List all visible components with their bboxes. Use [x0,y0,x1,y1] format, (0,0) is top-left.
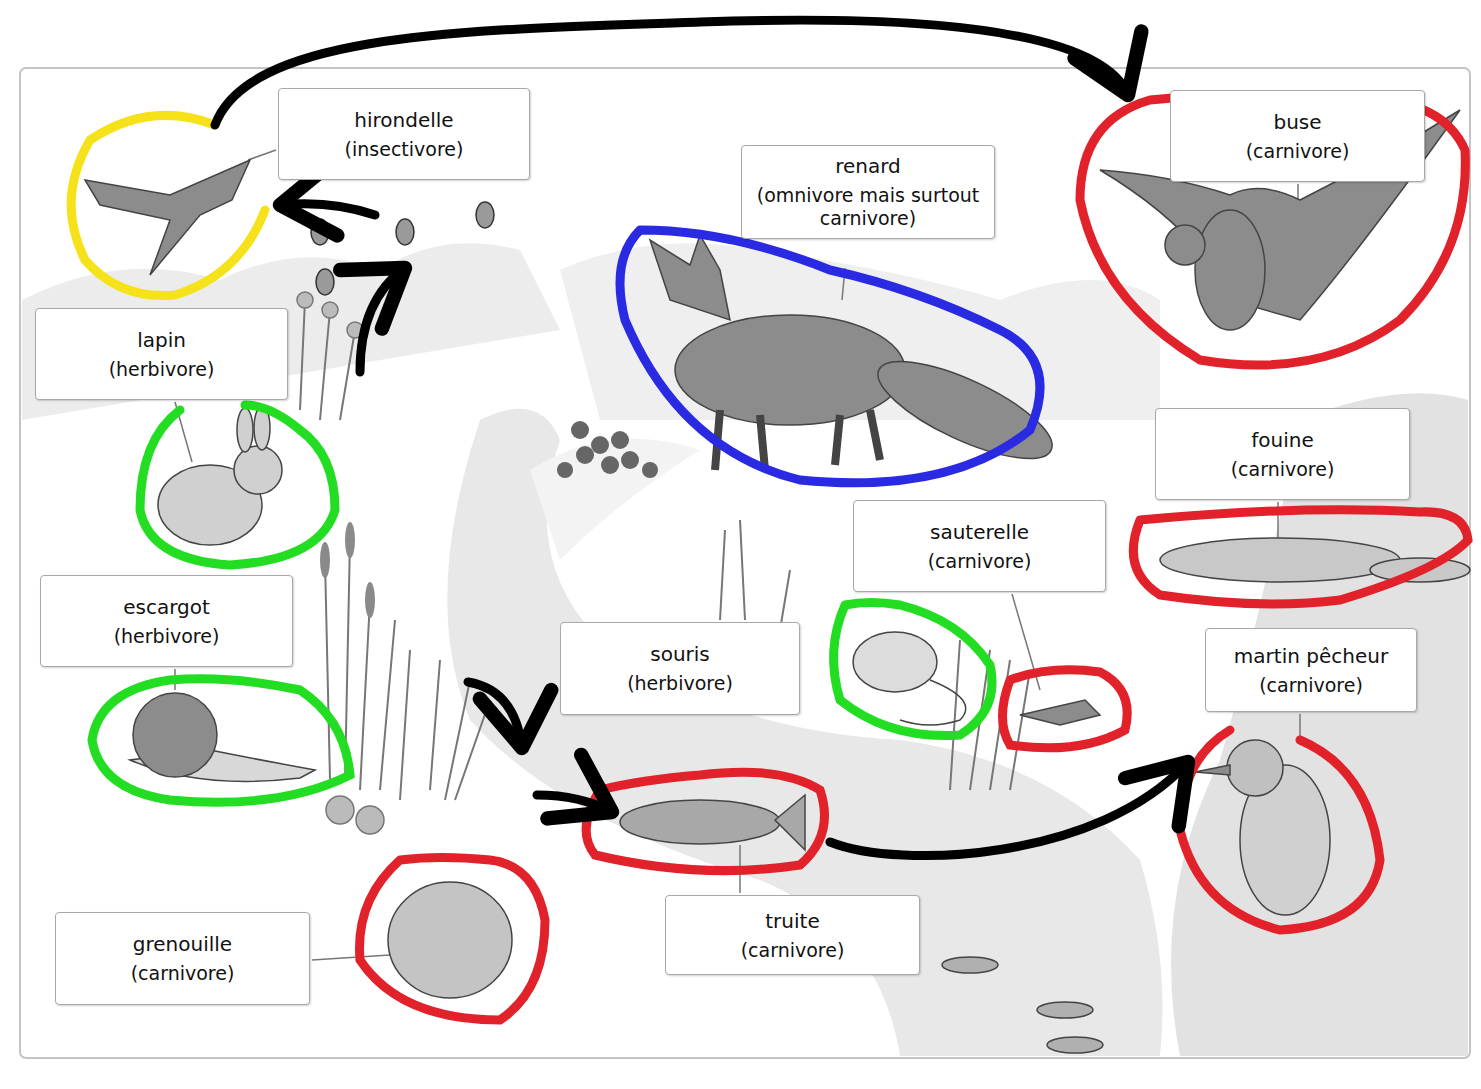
flower-stems [300,300,355,420]
label-box: grenouille (carnivore) [55,912,310,1005]
diet-label: (herbivore) [109,358,215,381]
trout-tail [775,795,805,850]
reeds [720,520,790,630]
label-box: hirondelle (insectivore) [278,88,530,180]
bee [396,219,414,245]
label-box: sauterelle (carnivore) [853,500,1106,592]
label-box: escargot (herbivore) [40,575,293,667]
bees [311,202,494,295]
label-box: buse (carnivore) [1170,90,1425,182]
reed-head [345,522,355,558]
label-box: lapin (herbivore) [35,308,288,400]
carnivore-loop [1003,670,1128,748]
label-box: truite (carnivore) [665,895,920,975]
kingfisher-head [1227,740,1283,796]
bee [476,202,494,228]
carnivore-loop [360,858,546,1021]
mouse [853,632,937,692]
carnivore-loop [1133,510,1468,604]
diet-label: (carnivore) [131,962,235,985]
food-arrow [537,795,612,812]
food-arrows [215,20,1188,855]
food-arrow [280,204,375,215]
flowers [297,292,384,834]
diet-label: (carnivore) [1231,458,1335,481]
herbivore-loop [834,603,992,736]
bee [316,269,334,295]
animal-name: lapin [137,328,186,352]
animal-name: buse [1273,110,1321,134]
river [447,409,1162,1056]
swallow [85,160,250,275]
animal-name: hirondelle [354,108,453,132]
animal-name: grenouille [133,932,232,956]
label-box: renard (omnivore mais surtout carnivore) [741,145,995,239]
animal-name: souris [650,642,710,666]
bushes [557,421,658,478]
carnivore-loop [1180,730,1380,930]
label-box: souris (herbivore) [560,622,800,715]
buzzard-head [1165,225,1205,265]
weasel [1160,538,1400,582]
label-box: fouine (carnivore) [1155,408,1410,500]
diet-label: (carnivore) [741,939,845,962]
leader-line [248,150,276,160]
food-arrow [360,268,405,372]
snail-shell [133,693,217,777]
flower [322,302,338,318]
diet-label: (omnivore mais surtout carnivore) [752,184,984,230]
animal-name: escargot [123,595,210,619]
diet-label: (insectivore) [345,138,464,161]
small-fish [942,957,998,973]
small-fish [1047,1037,1103,1053]
reed-head [320,542,330,578]
kingfisher-beak [1195,765,1230,775]
carnivore-loop [586,772,824,870]
leader-line [1297,184,1299,200]
diet-label: (herbivore) [114,625,220,648]
fox-head [650,235,730,320]
diet-label: (carnivore) [928,550,1032,573]
herbivore-loop [140,405,335,565]
food-arrow [468,682,522,748]
grasshopper [1020,700,1100,725]
animal-name: truite [765,909,819,933]
reed-head [365,582,375,618]
path [530,439,700,560]
leaf [356,806,384,834]
animal-name: sauterelle [930,520,1029,544]
herbivore-loop [92,679,350,802]
trout [620,800,780,844]
bee [311,219,329,245]
diet-label: (carnivore) [1246,140,1350,163]
mouse-tail [900,680,966,725]
rabbit-head [234,446,282,494]
reed-heads [320,522,375,618]
diet-label: (herbivore) [627,672,733,695]
insectivore-loop [71,115,265,295]
diet-label: (carnivore) [1259,674,1363,697]
animal-name: fouine [1251,428,1314,452]
animal-name: renard [835,154,901,178]
leader-line [312,955,390,960]
reeds [325,540,410,800]
animal-name: martin pêcheur [1234,644,1388,668]
page-frame [20,68,1470,1058]
small-fish [1037,1002,1093,1018]
food-arrow [830,762,1188,856]
rabbit-ear [237,408,253,452]
label-box: martin pêcheur (carnivore) [1205,628,1417,712]
buzzard-body [1195,210,1265,330]
fox-body [675,315,905,425]
colour-loops [71,95,1468,1020]
frog [388,882,512,998]
omnivore-loop [620,230,1040,483]
hill [22,243,560,420]
flower [297,292,313,308]
leaf [326,796,354,824]
